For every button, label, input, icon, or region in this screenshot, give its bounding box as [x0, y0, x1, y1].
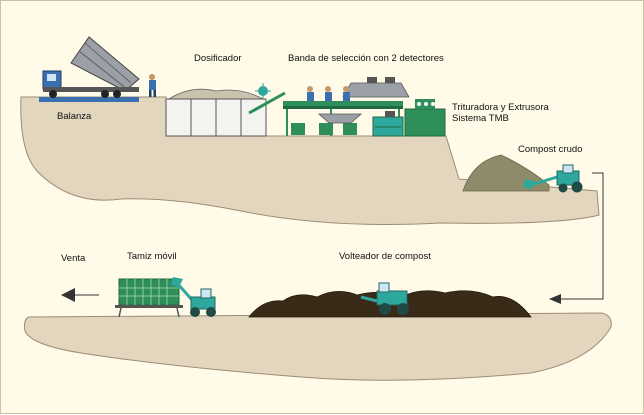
- lower-ground: [24, 312, 612, 381]
- scale-platform: [39, 97, 139, 102]
- worker-icon: [149, 74, 156, 97]
- label-trituradora-2: Sistema TMB: [452, 113, 509, 124]
- label-volteador: Volteador de compost: [339, 251, 431, 262]
- flow-arrow-down: [549, 172, 604, 304]
- front-loader-icon: [523, 164, 583, 193]
- label-banda: Banda de selección con 2 detectores: [288, 53, 444, 64]
- label-venta: Venta: [61, 253, 86, 264]
- dosing-hopper-icon: [165, 88, 267, 137]
- compost-turner-icon: [360, 282, 409, 315]
- label-dosificador: Dosificador: [194, 53, 242, 64]
- sale-arrow: [61, 288, 99, 302]
- shredder-extruder-icon: [372, 99, 446, 137]
- upper-ground: [20, 96, 600, 225]
- screen-loader-icon: [171, 277, 216, 317]
- inclined-conveyor-icon: [248, 83, 286, 115]
- label-compost-crudo: Compost crudo: [518, 144, 583, 155]
- label-trituradora-1: Trituradora y Extrusora: [452, 102, 549, 113]
- label-tamiz: Tamiz móvil: [127, 251, 177, 262]
- trommel-screen-icon: [115, 278, 183, 318]
- raw-compost-pile: [462, 154, 550, 192]
- dump-truck-icon: [42, 36, 140, 98]
- label-balanza: Balanza: [57, 111, 92, 122]
